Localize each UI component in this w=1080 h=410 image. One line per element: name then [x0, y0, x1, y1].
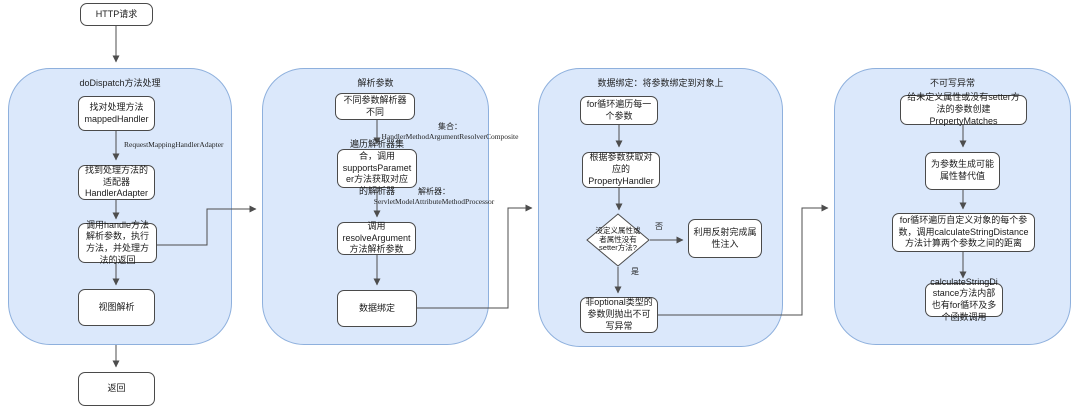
label-no: 否: [655, 222, 663, 231]
node-invoke-handle: 调用handle方法解析参数，执行方法，并处理方法的返回: [78, 220, 157, 265]
lane-title: 不可写异常: [929, 78, 975, 88]
lane-data-binding: 数据绑定：将参数绑定到对象上: [538, 68, 783, 347]
edge-label-request-mapping-handler-adapter: RequestMappingHandlerAdapter: [124, 140, 236, 149]
node-calculate-string-distance: for循环遍历自定义对象的每个参数，调用calculateStringDista…: [892, 213, 1035, 252]
decision-text: 没定义属性或者属性没有setter方法?: [595, 226, 641, 253]
node-handler-adapter: 找到处理方法的适配器HandlerAdapter: [78, 165, 155, 200]
label-yes: 是: [631, 267, 639, 276]
node-generate-candidates: 为参数生成可能属性替代值: [925, 152, 1000, 190]
node-throw-not-writable: 非optional类型的参数则抛出不可写异常: [580, 297, 658, 333]
node-mapped-handler: 找对处理方法mappedHandler: [78, 96, 155, 131]
node-data-binding: 数据绑定: [337, 290, 417, 327]
lane-title: 解析参数: [357, 78, 394, 88]
node-iterate-resolvers: 遍历解析器集合，调用supportsParameter方法获取对应的解析器: [337, 139, 417, 196]
node-reflection-inject: 利用反射完成属性注入: [688, 219, 762, 258]
edge-label-prefix: 解析器：: [418, 187, 450, 196]
decision-setter-check: 没定义属性或者属性没有setter方法?: [586, 213, 650, 267]
edge-label-text: RequestMappingHandlerAdapter: [124, 140, 224, 149]
edge-label-resolver-composite: 集合： HandlerMethodArgumentResolverComposi…: [375, 122, 525, 141]
node-create-property-matches: 给未定义属性或没有setter方法的参数创建PropertyMatches: [900, 92, 1027, 126]
node-http-request: HTTP请求: [80, 3, 153, 26]
node-csd-internal-loops: calculateStringDistance方法内部也有for循环及多个函数调…: [925, 277, 1003, 322]
edge-label-servlet-model-attribute: 解析器： ServletModelAttributeMethodProcesso…: [359, 187, 509, 206]
node-resolve-argument: 调用resolveArgument方法解析参数: [337, 221, 416, 255]
edge-label-class: HandlerMethodArgumentResolverComposite: [381, 132, 519, 141]
node-for-loop-params: for循环遍历每一个参数: [580, 96, 658, 125]
node-different-resolvers: 不同参数解析器不同: [335, 93, 415, 120]
node-get-property-handler: 根据参数获取对应的PropertyHandler: [582, 152, 660, 188]
edge-label-prefix: 集合：: [438, 122, 462, 131]
node-return: 返回: [78, 372, 155, 406]
decision-diamond-shape: [586, 213, 650, 267]
lane-title: doDispatch方法处理: [79, 78, 161, 88]
lane-title: 数据绑定：将参数绑定到对象上: [597, 78, 724, 88]
edge-label-class: ServletModelAttributeMethodProcessor: [373, 197, 495, 206]
node-view-resolution: 视图解析: [78, 289, 155, 326]
